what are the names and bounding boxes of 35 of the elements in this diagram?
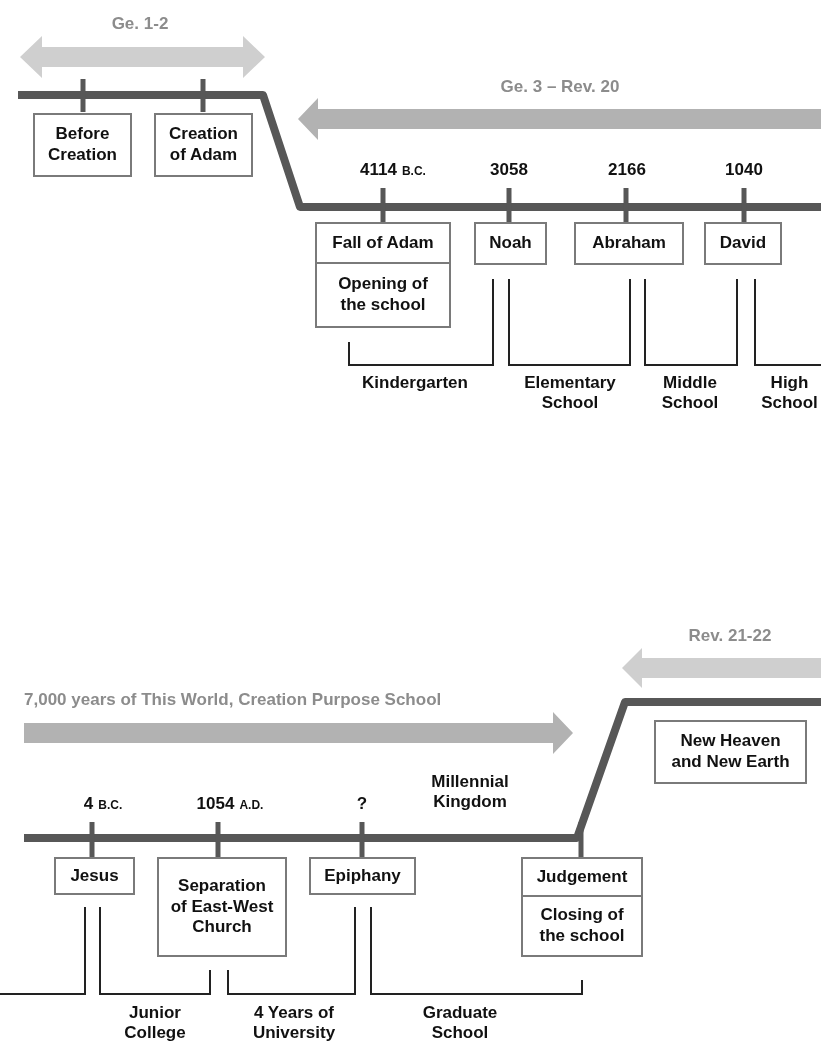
year-label: 3058 — [490, 160, 528, 181]
event-box: Epiphany — [309, 857, 416, 895]
stage-label: 4 Years of University — [251, 1003, 337, 1044]
stage-label: Graduate School — [421, 1003, 499, 1044]
period-label: Ge. 1-2 — [110, 14, 170, 35]
event-box: Separation of East-West Church — [157, 857, 287, 957]
era-label: B.C. — [98, 798, 123, 813]
event-box: Jesus — [54, 857, 135, 895]
year-label: 4114 — [360, 160, 397, 181]
event-box: Abraham — [574, 222, 684, 265]
period-label: 7,000 years of This World, Creation Purpose School — [24, 690, 443, 711]
period-label: Rev. 21-22 — [687, 626, 773, 647]
event-box: Fall of Adam — [315, 222, 451, 264]
era-label: A.D. — [239, 798, 264, 813]
event-box: Before Creation — [33, 113, 132, 177]
era-label: B.C. — [401, 164, 426, 179]
period-label: Millennial Kingdom — [430, 772, 510, 813]
event-box: Creation of Adam — [154, 113, 253, 177]
stage-label: Junior College — [123, 1003, 187, 1044]
year-label: 2166 — [608, 160, 646, 181]
stage-label: Kindergarten — [361, 373, 469, 394]
event-box: Noah — [474, 222, 547, 265]
stage-label: High School — [760, 373, 819, 414]
event-box: New Heaven and New Earth — [654, 720, 807, 784]
year-label: 1040 — [725, 160, 763, 181]
event-box: Closing of the school — [521, 895, 643, 957]
period-label: Ge. 3 – Rev. 20 — [499, 77, 621, 98]
stage-label: Middle School — [660, 373, 720, 414]
year-label: ? — [356, 794, 368, 815]
year-label: 1054 — [196, 794, 235, 815]
year-label: 4 — [83, 794, 94, 815]
stage-label: Elementary School — [523, 373, 617, 414]
event-box: David — [704, 222, 782, 265]
event-box: Opening of the school — [315, 262, 451, 328]
event-box: Judgement — [521, 857, 643, 897]
